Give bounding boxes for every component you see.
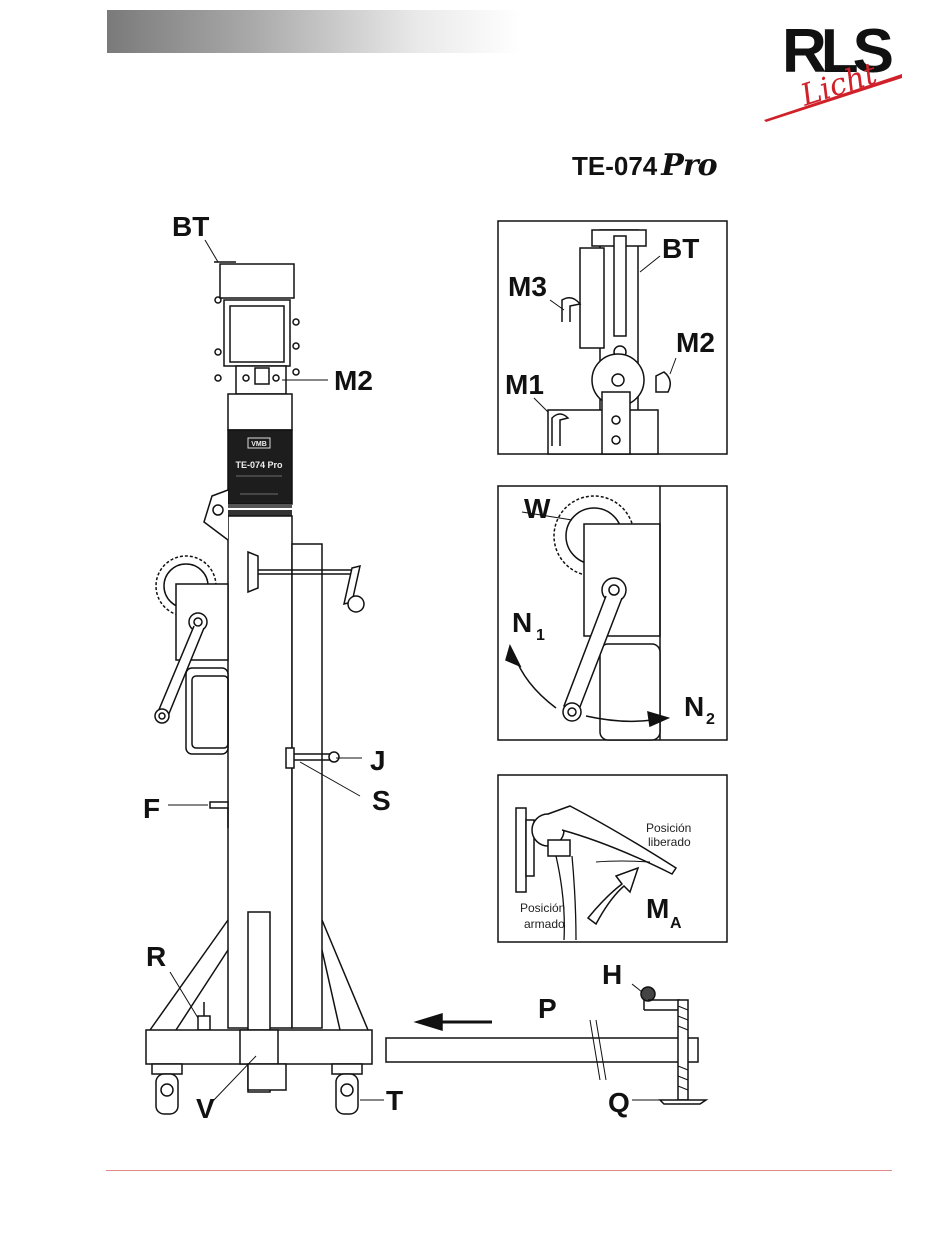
detail2-label-N2: N [684, 691, 704, 722]
label-J: J [370, 745, 386, 776]
detail3-armed-line1: Posición [520, 901, 565, 915]
label-S: S [372, 785, 391, 816]
detail1-label-M2: M2 [676, 327, 715, 358]
label-P: P [538, 993, 557, 1024]
label-Q: Q [608, 1087, 630, 1118]
label-H: H [602, 959, 622, 990]
detail3-released-line2: liberado [648, 835, 691, 849]
footer-rule [106, 1170, 892, 1171]
label-R: R [146, 941, 166, 972]
detail1-label-M3: M3 [508, 271, 547, 302]
label-plate-model: TE-074 Pro [235, 460, 283, 470]
detail3-label-MA: M [646, 893, 669, 924]
label-BT: BT [172, 211, 209, 242]
detail3-released-line1: Posición [646, 821, 691, 835]
detail3-label-MA-sub: A [670, 915, 682, 932]
label-T: T [386, 1085, 403, 1116]
detail3-armed-line2: armado [524, 917, 565, 931]
detail1-label-BT: BT [662, 233, 699, 264]
detail1-label-M1: M1 [505, 369, 544, 400]
label-V: V [196, 1093, 215, 1124]
detail2-label-N2-sub: 2 [706, 711, 715, 728]
detail2-label-W: W [524, 493, 551, 524]
detail2-label-N1: N [512, 607, 532, 638]
label-plate-brand: VMB [251, 441, 267, 448]
detail2-label-N1-sub: 1 [536, 627, 545, 644]
label-F: F [143, 793, 160, 824]
label-M2: M2 [334, 365, 373, 396]
